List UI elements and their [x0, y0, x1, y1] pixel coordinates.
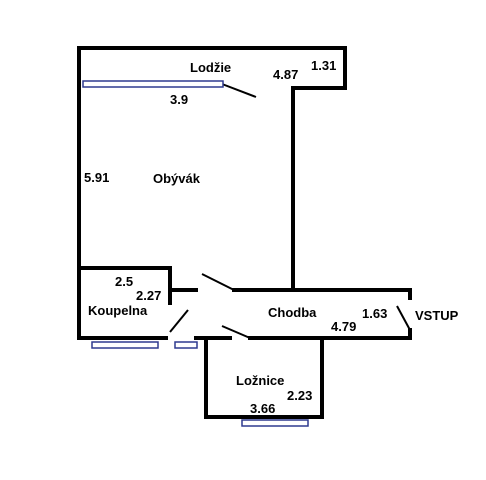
dim-obyvak-a: 3.9 [170, 92, 188, 107]
windows [82, 80, 309, 427]
dim-obyvak-b: 5.91 [84, 170, 109, 185]
window-living-room [82, 80, 224, 88]
dim-chodba-b: 4.79 [331, 319, 356, 334]
dim-koupelna-a: 2.5 [115, 274, 133, 289]
dim-lodzie-a: 4.87 [273, 67, 298, 82]
labels: Lodžie 4.87 1.31 3.9 5.91 Obývák 2.5 2.2… [84, 58, 459, 416]
dim-loznice-a: 2.23 [287, 388, 312, 403]
room-name-koupelna: Koupelna [88, 303, 148, 318]
window-bedroom [241, 419, 309, 427]
doors [169, 83, 411, 339]
door-bedroom [221, 325, 251, 339]
window-bathroom [91, 341, 159, 349]
dim-chodba-a: 1.63 [362, 306, 387, 321]
door-bathroom [169, 309, 189, 333]
door-living-room [201, 273, 237, 292]
room-name-loznice: Ložnice [236, 373, 284, 388]
window-bathroom-small [174, 341, 198, 349]
dim-koupelna-b: 2.27 [136, 288, 161, 303]
room-name-chodba: Chodba [268, 305, 317, 320]
door-entrance [396, 305, 411, 331]
entrance-label: VSTUP [415, 308, 459, 323]
room-name-obyvak: Obývák [153, 171, 201, 186]
dim-loznice-b: 3.66 [250, 401, 275, 416]
room-name-lodzie: Lodžie [190, 60, 231, 75]
walls [77, 46, 412, 419]
door-loggia [221, 83, 257, 98]
dim-lodzie-b: 1.31 [311, 58, 336, 73]
